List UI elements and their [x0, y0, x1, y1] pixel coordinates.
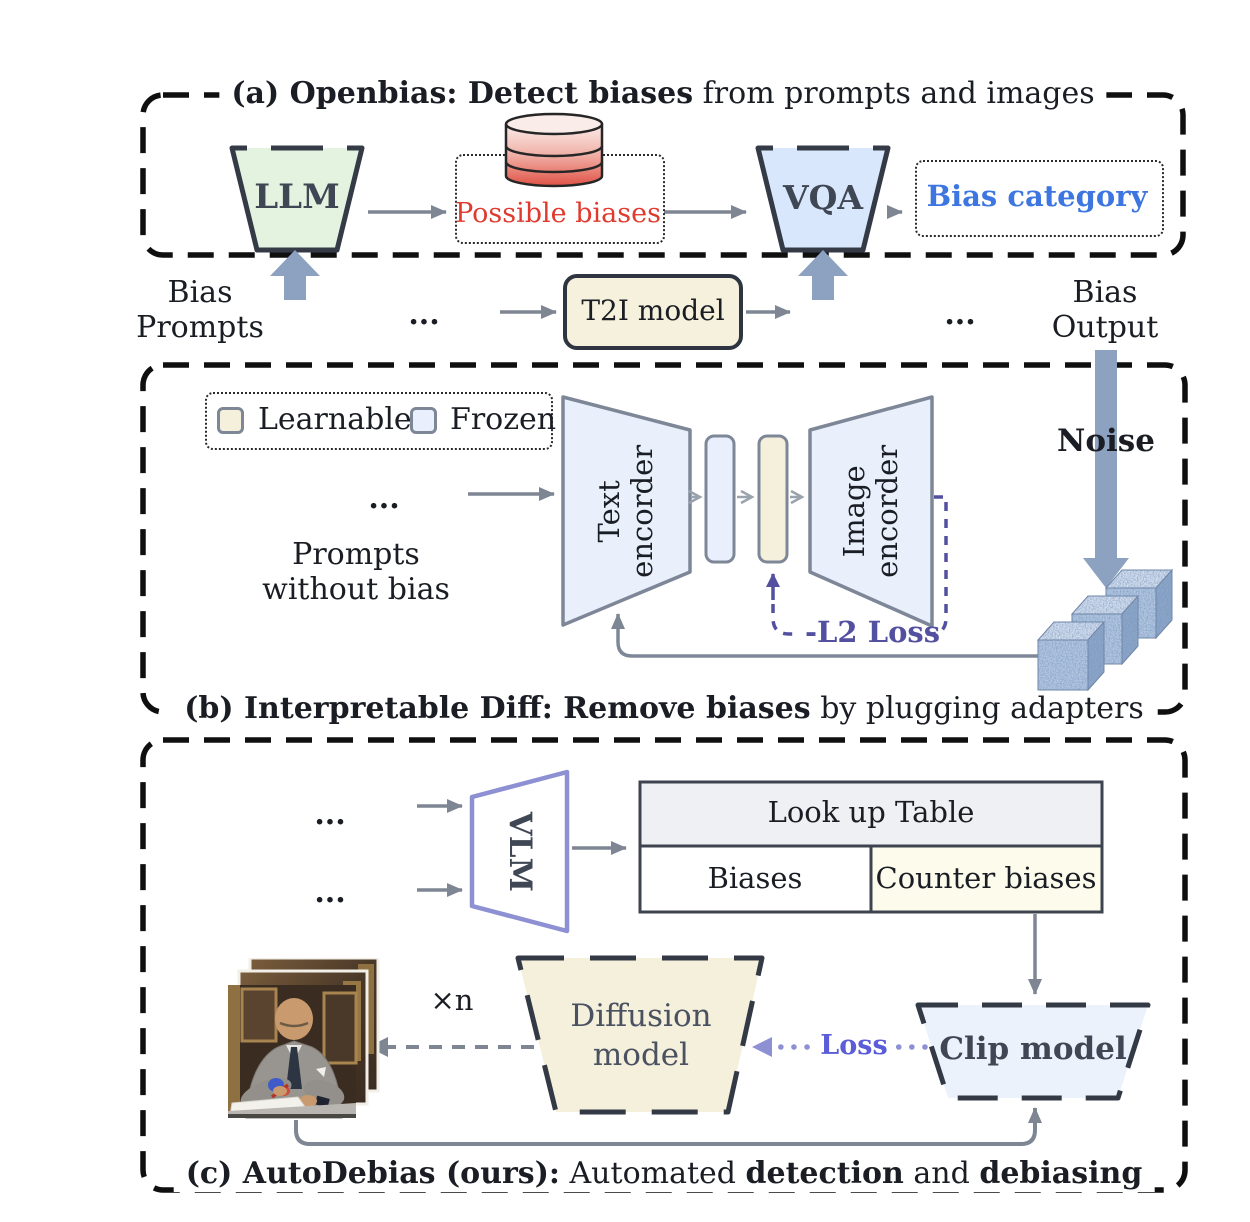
image-encoder-line1: Image [836, 465, 871, 558]
frozen-swatch [410, 407, 437, 434]
noise-label: Noise [1057, 423, 1155, 459]
clip-model-trapezoid [915, 1002, 1151, 1101]
biases-col-label: Biases [707, 861, 803, 895]
dots-panel-b: ... [368, 481, 400, 516]
lookup-table-header [638, 780, 1104, 848]
image-to-clip-path [294, 1107, 1042, 1146]
t2i-model-label: T2I model [581, 294, 725, 327]
dots-left: ... [408, 297, 440, 332]
prompts-line1: Prompts [292, 537, 420, 572]
panel-c-caption-b2: detection [745, 1156, 904, 1191]
database-icon [504, 112, 604, 188]
photo-front [228, 985, 358, 1119]
image-encoder-line2: encorder [870, 445, 904, 578]
l2-loss-bracket-left [771, 604, 799, 636]
bias-category-box [915, 160, 1164, 237]
possible-biases-label: Possible biases [455, 198, 661, 229]
panel-a-caption: (a) Openbias: Detect biases from prompts… [219, 76, 1107, 112]
text-encoder-line2: encorder [625, 444, 660, 578]
legend-frozen-label: Frozen [450, 402, 557, 437]
legend-learnable-label: Learnable [258, 402, 412, 437]
loss-label: Loss [815, 1030, 893, 1062]
text-encoder-trapezoid [561, 395, 692, 627]
clip-model-label: Clip model [939, 1031, 1127, 1067]
vlm-trapezoid [469, 769, 570, 934]
vqa-trapezoid [755, 145, 891, 253]
llm-trapezoid [229, 145, 365, 253]
diffusion-model-trapezoid [515, 955, 765, 1115]
lookup-table-title: Look up Table [767, 795, 975, 829]
dots-right: ... [944, 297, 976, 332]
l2-loss-label: -L2 Loss [805, 615, 941, 649]
panel-a-caption-rest: from prompts and images [693, 76, 1095, 111]
panel-c-caption: (c) AutoDebias (ours): Automated detecti… [173, 1156, 1155, 1192]
diffusion-line2: model [592, 1036, 690, 1073]
counter-biases-col-label: Counter biases [875, 861, 1097, 895]
panel-b-caption: (b) Interpretable Diff: Remove biases by… [172, 691, 1156, 727]
bias-category-label: Bias category [926, 179, 1148, 213]
panel-c-caption-r1: Automated [559, 1156, 746, 1191]
dots-c-top: ... [314, 797, 346, 832]
panel-b-caption-bold: (b) Interpretable Diff: Remove biases [184, 691, 811, 726]
arrow-images-into-vqa [798, 250, 848, 300]
prompts-line2: without bias [262, 571, 450, 607]
bias-prompts-line2: Prompts [136, 309, 264, 345]
learnable-adapter-block [757, 434, 789, 564]
t2i-model-box [563, 274, 743, 350]
panel-c-caption-b1: (c) AutoDebias (ours): [185, 1156, 560, 1191]
panel-a-caption-bold: (a) Openbias: Detect biases [231, 76, 694, 111]
diffusion-line1: Diffusion [570, 998, 712, 1034]
vqa-label: VQA [783, 178, 863, 217]
noise-down-arrow [1083, 350, 1129, 588]
counter-biases-cell [869, 844, 1104, 914]
xn-label: ×n [430, 983, 474, 1017]
panel-c-caption-r2: and [903, 1156, 980, 1191]
arrow-prompts-into-llm [270, 250, 320, 300]
generated-image-stack [228, 958, 380, 1119]
panel-b-caption-rest: by plugging adapters [810, 691, 1144, 726]
bias-prompts-line1: Bias [167, 275, 233, 310]
noise-return-path [611, 613, 1040, 658]
bias-output-line2: Output [1051, 309, 1159, 345]
text-encoder-line1: Text [592, 479, 627, 543]
image-encoder-trapezoid [808, 395, 934, 628]
bias-output-line1: Bias [1072, 275, 1138, 310]
panel-c-caption-b3: debiasing [979, 1156, 1143, 1191]
dots-c-bottom: ... [314, 875, 346, 910]
panel-b-border [140, 362, 1188, 715]
frozen-adapter-block [704, 434, 736, 564]
vlm-label: VLM [502, 811, 539, 892]
learnable-swatch [217, 407, 244, 434]
llm-label: LLM [254, 177, 340, 217]
loss-arrowhead [752, 1037, 772, 1057]
legend-box [205, 392, 553, 450]
l2-loss-bracket-right [921, 495, 948, 636]
